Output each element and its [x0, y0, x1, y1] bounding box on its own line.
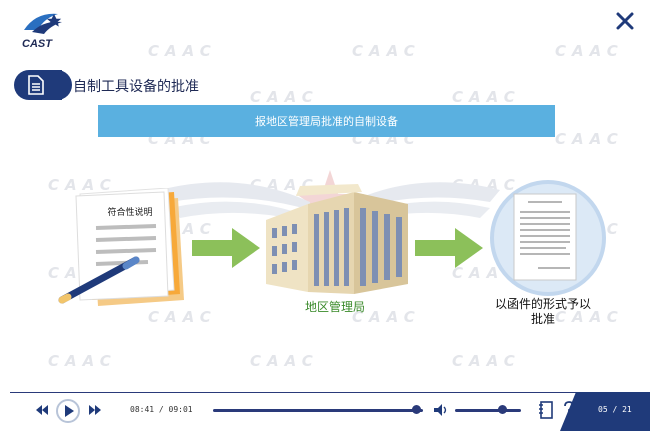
banner-text: 报地区管理局批准的自制设备 [255, 115, 398, 128]
watermark: CAAC [48, 176, 117, 194]
watermark: CAAC [48, 352, 117, 370]
approval-letter-label-line2: 批准 [530, 312, 555, 326]
time-display: 08:41 / 09:01 [130, 405, 193, 414]
watermark: CAAC [555, 42, 624, 60]
document-icon [28, 75, 44, 95]
approval-letter-label-line1: 以函件的形式予以 [494, 297, 591, 311]
document-label: 符合性说明 [107, 208, 153, 218]
watermark: CAAC [250, 352, 319, 370]
page-counter: 05 / 21 [598, 405, 632, 414]
watermark: CAAC [250, 88, 319, 106]
watermark: CAAC [148, 42, 217, 60]
notes-icon[interactable] [539, 401, 553, 419]
section-badge [14, 70, 72, 100]
logo-text: CAST [22, 38, 52, 50]
step-banner: 报地区管理局批准的自制设备 [98, 105, 555, 137]
watermark: CAAC [352, 308, 421, 326]
approval-letter-label: 以函件的形式予以 批准 [478, 297, 608, 327]
section-title: 自制工具设备的批准 [73, 79, 199, 95]
volume-icon[interactable] [434, 404, 450, 416]
next-icon[interactable] [89, 405, 101, 415]
progress-bar[interactable] [213, 409, 423, 412]
page-panel [576, 392, 650, 431]
watermark: CAAC [452, 88, 521, 106]
cast-logo [24, 13, 62, 34]
arrow-right-icon [415, 228, 483, 268]
watermark: CAAC [452, 352, 521, 370]
play-icon[interactable] [55, 398, 81, 424]
close-icon[interactable] [614, 10, 636, 32]
approval-letter-illustration [490, 180, 606, 296]
volume-slider[interactable] [455, 409, 521, 412]
watermark: CAAC [148, 308, 217, 326]
regional-bureau-building [266, 184, 408, 294]
player-divider [10, 392, 580, 393]
compliance-document-illustration [58, 188, 184, 306]
watermark: CAAC [555, 130, 624, 148]
bureau-label: 地区管理局 [304, 300, 365, 314]
progress-handle[interactable] [412, 405, 422, 414]
watermark: CAAC [352, 42, 421, 60]
arrow-right-icon [192, 228, 260, 268]
prev-icon[interactable] [36, 405, 48, 415]
page-panel-edge [560, 392, 576, 431]
watermark: CAAC [555, 308, 624, 326]
volume-handle[interactable] [498, 405, 508, 414]
